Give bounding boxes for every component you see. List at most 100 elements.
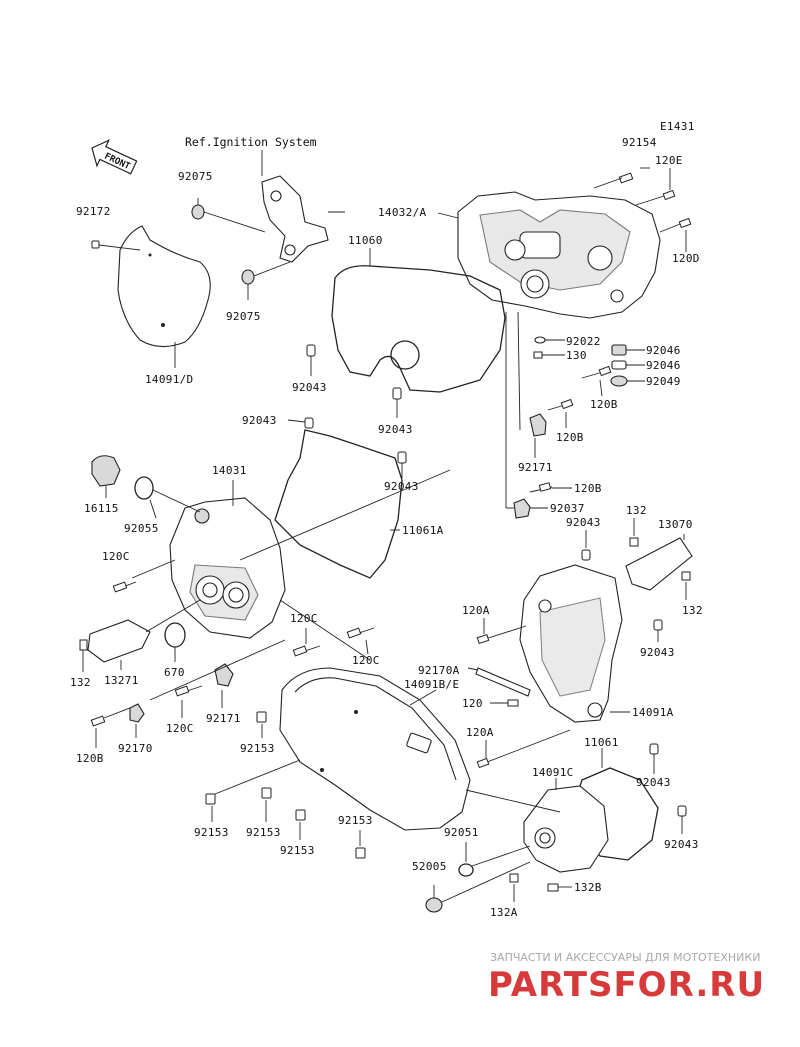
bolt-132b [547, 883, 572, 892]
label-92172: 92172 [76, 205, 111, 218]
bolt-hole [284, 244, 296, 256]
label-92075-lower: 92075 [226, 310, 261, 323]
clamp-92171-a [529, 413, 547, 458]
leader-line [279, 599, 371, 661]
washer-92022 [534, 336, 565, 344]
clamp-92037 [513, 498, 548, 519]
bolt-hole [587, 702, 603, 718]
outer-cover-inner-edge [294, 677, 457, 781]
dowel-92043-f [653, 619, 663, 642]
label-92170a: 92170A [418, 664, 460, 677]
label-120b-d: 120B [76, 752, 104, 765]
label-670: 670 [164, 666, 185, 679]
label-14091a: 14091A [632, 706, 674, 719]
label-14031: 14031 [212, 464, 247, 477]
bolt-92154 [593, 167, 650, 189]
watermark-tagline: ЗАПЧАСТИ И АКСЕССУАРЫ ДЛЯ МОТОТЕХНИКИ [490, 951, 760, 964]
label-120b-c: 120B [574, 482, 602, 495]
leader-line [465, 789, 561, 813]
label-14032a: 14032/A [378, 206, 427, 219]
label-92153-b: 92153 [194, 826, 229, 839]
label-92037: 92037 [550, 502, 585, 515]
dowel-92043-g [649, 743, 659, 774]
label-92043-b: 92043 [378, 423, 413, 436]
bolt-hole [270, 190, 282, 202]
label-92170: 92170 [118, 742, 153, 755]
bolt-120a-a [476, 618, 527, 645]
dowel-92043-e [581, 530, 591, 561]
leader-line [239, 469, 451, 561]
bolt-hole [148, 253, 152, 257]
cover-bore-left-inner [202, 582, 218, 598]
label-120b-b: 120B [556, 431, 584, 444]
label-92043-d: 92043 [384, 480, 419, 493]
label-92049: 92049 [646, 375, 681, 388]
collar-92046-a [611, 344, 645, 356]
housing-gear [504, 239, 526, 261]
cover-14091c-bore-inner [539, 832, 551, 844]
label-120c-a: 120C [102, 550, 130, 563]
plate-13070 [625, 534, 693, 591]
label-92043-a: 92043 [292, 381, 327, 394]
bolt-120b-b [547, 398, 574, 428]
label-120a-a: 120A [462, 604, 490, 617]
watermark-logo: PARTSFOR.RU [488, 965, 765, 1005]
bolt-92153-b [205, 759, 301, 822]
bolt-130 [533, 351, 565, 359]
cover-14091d [117, 225, 211, 348]
label-92043-f: 92043 [640, 646, 675, 659]
leader-line [437, 212, 459, 219]
label-13271: 13271 [104, 674, 139, 687]
housing-boss-right [587, 245, 613, 271]
label-14091c: 14091C [532, 766, 574, 779]
label-16115: 16115 [84, 502, 119, 515]
housing-plug [610, 289, 624, 303]
bolt-hole [161, 323, 165, 327]
clamp-92171-b [214, 663, 234, 708]
label-120d: 120D [672, 252, 700, 265]
label-92043-h: 92043 [664, 838, 699, 851]
diagram-code: E1431 [660, 120, 695, 133]
label-130: 130 [566, 349, 587, 362]
label-120c-b: 120C [290, 612, 318, 625]
label-92154: 92154 [622, 136, 657, 149]
label-92043-c: 92043 [242, 414, 277, 427]
ref-ignition-text: Ref.Ignition System [185, 135, 317, 149]
collar-92049 [610, 375, 645, 387]
bolt-92153-a [256, 711, 267, 738]
label-11061: 11061 [584, 736, 619, 749]
plate-13271 [87, 599, 201, 670]
bolt-120b-c [529, 482, 572, 493]
o-ring-670 [164, 622, 186, 662]
bolt-hole [354, 710, 358, 714]
dowel-92043-a [306, 344, 316, 376]
o-ring-92055 [134, 476, 201, 519]
label-120: 120 [462, 697, 483, 710]
bolt-92153-c [261, 787, 272, 822]
dowel-92043-d [397, 451, 407, 478]
label-92171-a: 92171 [518, 461, 553, 474]
label-92153-d: 92153 [280, 844, 315, 857]
bolt-120 [490, 699, 519, 707]
bolt-120c-c [346, 627, 375, 655]
bolt-120c-a [112, 559, 176, 593]
label-11060: 11060 [348, 234, 383, 247]
label-92022: 92022 [566, 335, 601, 348]
seal-92075-lower [241, 261, 291, 300]
label-92043-e: 92043 [566, 516, 601, 529]
cover-bore-right-inner [228, 587, 244, 603]
label-92046-b: 92046 [646, 359, 681, 372]
bar-92170a [467, 667, 531, 697]
dowel-92043-b [392, 387, 402, 418]
label-132b: 132B [574, 881, 602, 894]
label-52005: 52005 [412, 860, 447, 873]
leader-line [409, 689, 437, 706]
label-120e: 120E [655, 154, 683, 167]
bolt-92153-e [355, 830, 366, 859]
filler-hole [194, 508, 210, 524]
bolt-hole [320, 768, 324, 772]
bolt-120b-a [581, 365, 612, 397]
washer-92051 [458, 842, 531, 877]
housing-bore-inner [526, 275, 544, 293]
